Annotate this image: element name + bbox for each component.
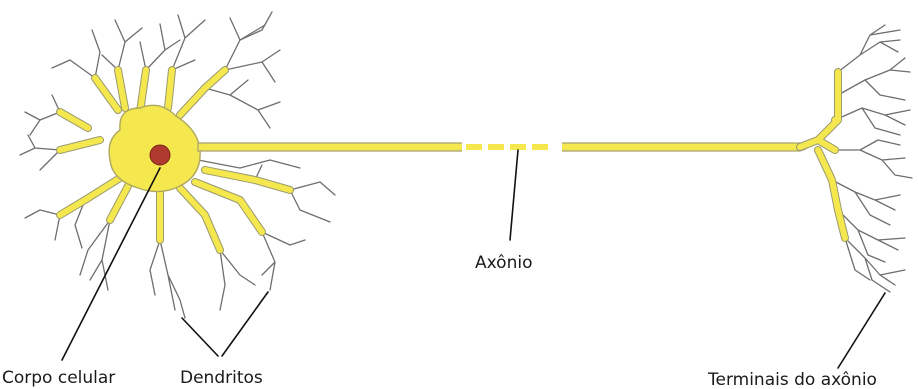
axon-leader [510, 150, 518, 240]
axon [198, 141, 808, 153]
axon-terminals-label: Terminais do axônio [707, 370, 877, 389]
axon-label: Axônio [475, 253, 532, 273]
nucleus [150, 145, 170, 165]
labels: Corpo celular Dendritos Axônio Terminais… [2, 253, 877, 389]
axon-terminals-leader [838, 293, 885, 368]
dendrites-label: Dendritos [180, 368, 263, 388]
axon-terminals [800, 25, 912, 292]
cell-body-label: Corpo celular [2, 368, 115, 388]
cell-body-leader [62, 168, 160, 360]
dendrites-leader-left [182, 318, 218, 356]
dendrites-leader-right [222, 292, 268, 356]
